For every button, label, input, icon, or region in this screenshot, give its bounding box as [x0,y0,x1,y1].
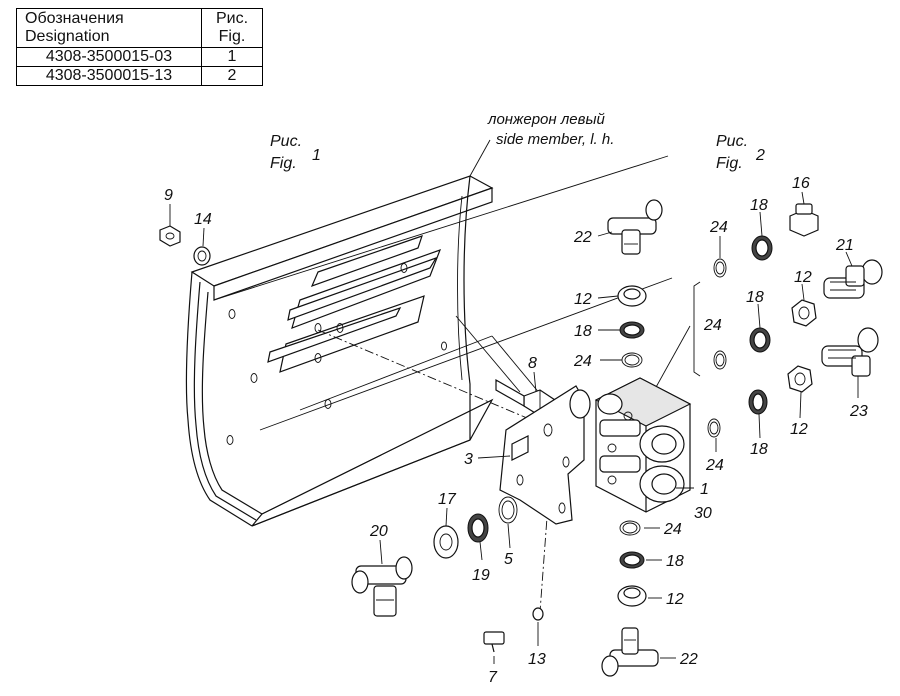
fig2-ru: Рис. [716,133,748,150]
fig1-en: Fig. [270,155,297,172]
side-member-frame [185,155,673,527]
fig2-en: Fig. [716,155,743,172]
callout-9: 9 [164,187,173,204]
table-row: 4308-3500015-03 1 [16,47,263,67]
callout-16: 16 [792,175,810,192]
fitting-21 [823,259,883,299]
header-designation: Обозначения Designation [16,8,202,48]
callout-24: 24 [573,353,592,370]
callout-24-e: 24 [663,521,682,538]
fitting-22-bottom [601,627,659,677]
fitting-20 [351,556,413,617]
row-designation: 4308-3500015-13 [16,66,202,86]
fitting-22-top [607,199,663,255]
valve-1 [569,377,692,513]
callout-17: 17 [438,491,457,508]
callout-18-e: 18 [750,441,768,458]
callout-18: 18 [574,323,592,340]
callout-23: 23 [849,403,868,420]
callout-30: 30 [694,505,712,522]
callout-24-c: 24 [703,317,722,334]
callout-22-b: 22 [679,651,698,668]
callout-18-b: 18 [666,553,684,570]
table-header-row: Обозначения Designation Рис. Fig. [16,8,263,48]
header-designation-ru: Обозначения [25,10,124,27]
fitting-16 [789,203,819,237]
callout-3: 3 [464,451,473,468]
callout-5: 5 [504,551,513,568]
callout-19: 19 [472,567,490,584]
callout-12: 12 [574,291,592,308]
callout-18-d: 18 [746,289,764,306]
side-member-en: side member, l. h. [496,131,614,148]
fig2-num: 2 [755,147,765,164]
callout-7: 7 [488,669,498,686]
header-fig: Рис. Fig. [201,8,263,48]
callout-12-b: 12 [666,591,684,608]
callout-22: 22 [573,229,592,246]
header-designation-en: Designation [25,28,110,45]
callout-1: 1 [700,481,709,498]
figure-label-1: Рис. Fig. 1 [270,133,321,172]
side-member-label: лонжерон левый side member, l. h. [487,111,614,148]
side-member-ru: лонжерон левый [487,111,605,128]
callout-12-c: 12 [794,269,812,286]
callout-8: 8 [528,355,537,372]
callout-24-d: 24 [705,457,724,474]
row-fig: 2 [201,66,263,86]
designation-table: Обозначения Designation Рис. Fig. 4308-3… [16,8,263,86]
callout-14: 14 [194,211,212,228]
fitting-23 [821,327,879,377]
callout-numbers: 9 14 22 12 18 24 8 3 17 19 5 20 7 13 1 3… [164,175,868,686]
header-fig-en: Fig. [218,28,246,45]
row-fig: 1 [201,47,263,67]
fig1-num: 1 [312,147,321,164]
figure-label-2: Рис. Fig. 2 [716,133,765,172]
left-small-parts [159,225,544,653]
callout-24-b: 24 [709,219,728,236]
leader-lines [169,139,859,664]
callout-12-d: 12 [790,421,808,438]
table-row: 4308-3500015-13 2 [16,66,263,86]
callout-21: 21 [835,237,854,254]
callout-20: 20 [369,523,388,540]
right-small-parts [748,235,817,415]
header-fig-ru: Рис. [215,10,249,27]
row-designation: 4308-3500015-03 [16,47,202,67]
callout-13: 13 [528,651,546,668]
fig1-ru: Рис. [270,133,302,150]
callout-18-c: 18 [750,197,768,214]
